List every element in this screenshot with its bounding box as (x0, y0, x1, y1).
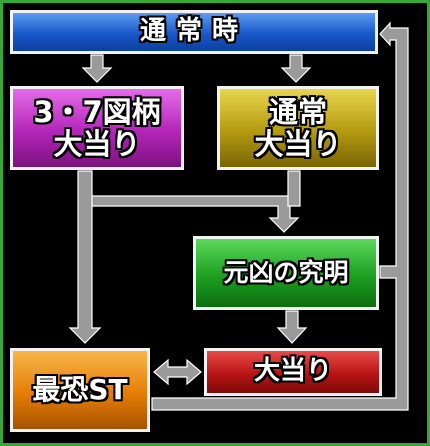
state-tsujo-line1: 通常 (268, 94, 327, 129)
state-jackpot: 大当り (204, 348, 382, 396)
state-tsujo-line2: 大当り (254, 127, 342, 161)
state-37-jackpot: 3・7図柄 大当り (10, 86, 184, 170)
return-path-to-normal (151, 21, 409, 411)
state-jackpot-label: 大当り (253, 356, 332, 387)
state-normal-label: 通常時 (139, 16, 248, 47)
arrow-normal-to-37 (81, 54, 113, 83)
state-genkyo-label: 元凶の究明 (223, 258, 349, 287)
line-tsujo-down (287, 170, 301, 207)
arrow-normal-to-tsujo (280, 54, 312, 83)
state-saikyo-label: 最恐ST (32, 373, 128, 407)
state-normal: 通常時 (10, 10, 378, 54)
state-genkyo: 元凶の究明 (193, 236, 379, 310)
state-37-line1: 3・7図柄 (33, 94, 161, 129)
state-37-line2: 大当り (53, 127, 141, 161)
arrow-genkyo-to-atari (276, 310, 308, 344)
arrow-saikyo-atari (153, 358, 202, 386)
state-normal-jackpot: 通常 大当り (217, 86, 379, 170)
arrow-37-to-genkyo (91, 195, 300, 233)
state-saikyo-st: 最恐ST (10, 348, 150, 432)
